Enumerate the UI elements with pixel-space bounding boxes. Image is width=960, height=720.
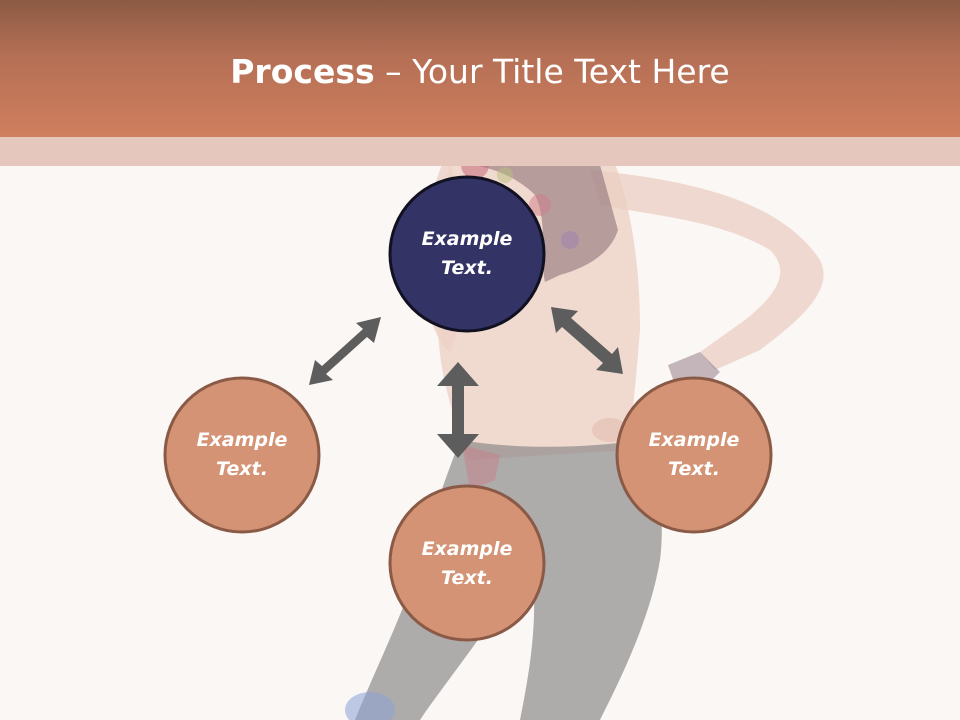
double-arrow-right: [551, 307, 623, 374]
title-bold: Process: [230, 52, 375, 91]
node-label-line2: Text.: [441, 567, 493, 589]
node-bottom: [388, 484, 546, 642]
node-label-line1: Example: [421, 538, 513, 560]
node-center: [388, 175, 546, 333]
node-center-label: Example Text.: [392, 225, 542, 283]
node-label-line1: Example: [421, 228, 513, 250]
node-label-line2: Text.: [668, 458, 720, 480]
node-label-line2: Text.: [216, 458, 268, 480]
node-label-line1: Example: [648, 429, 740, 451]
title-rest: – Your Title Text Here: [374, 52, 730, 91]
slide-title: Process – Your Title Text Here: [0, 52, 960, 91]
node-left: [163, 376, 321, 534]
node-label-line1: Example: [196, 429, 288, 451]
title-band: [0, 137, 960, 166]
double-arrow-vertical: [437, 362, 479, 458]
node-label-line2: Text.: [441, 257, 493, 279]
double-arrow-left: [309, 317, 381, 385]
node-left-label: Example Text.: [167, 426, 317, 484]
node-right-label: Example Text.: [619, 426, 769, 484]
node-right: [615, 376, 773, 534]
node-bottom-label: Example Text.: [392, 535, 542, 593]
title-bar: Process – Your Title Text Here: [0, 0, 960, 137]
